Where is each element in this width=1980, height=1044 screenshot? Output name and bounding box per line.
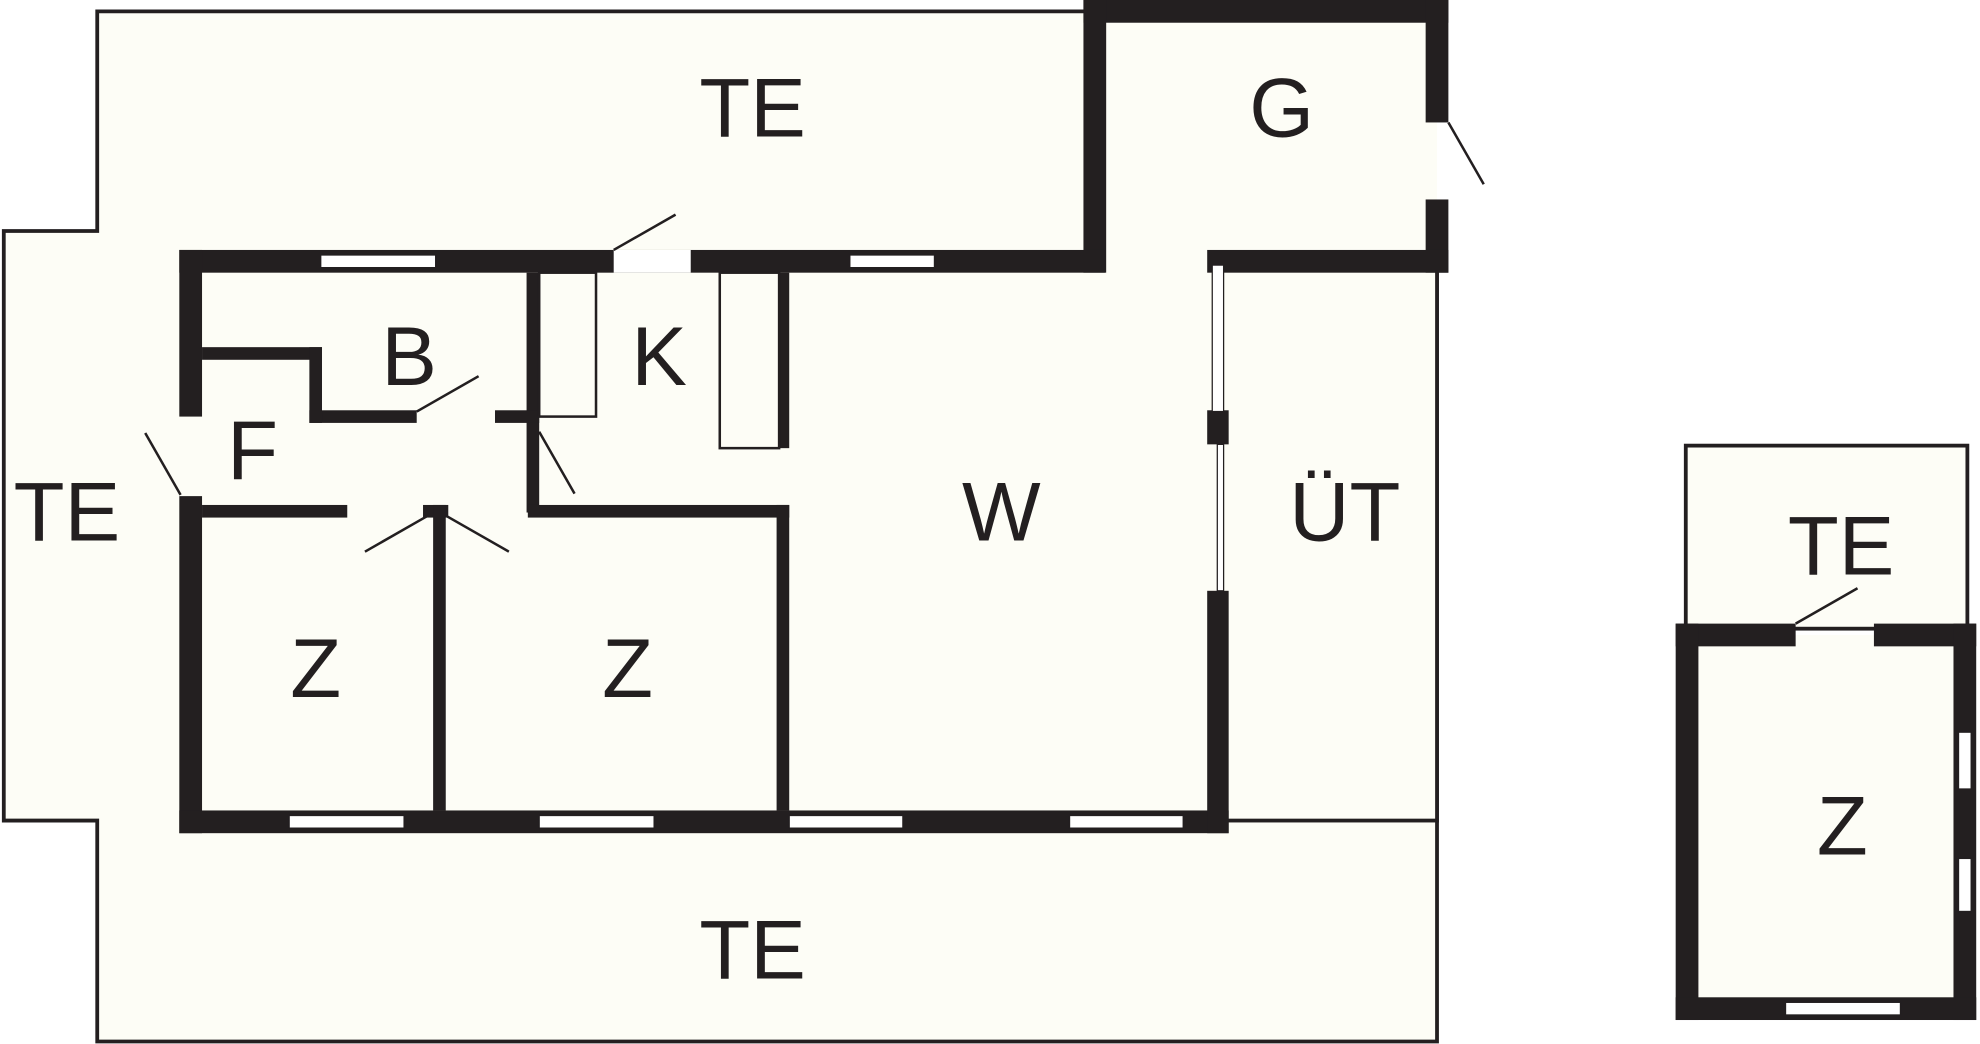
label-garage: G [1249,61,1314,154]
house-walls [179,249,1229,834]
label-annex-terrace: TE [1788,499,1894,592]
garage-walls [1083,0,1449,273]
kitchen-door-gap [613,249,691,273]
windows [288,254,1184,829]
door-swings [144,213,677,553]
label-bathroom: B [381,310,437,403]
annex-walls [1675,623,1977,1021]
label-living: W [962,465,1041,558]
house-floor [189,260,1219,822]
label-kitchen: K [631,310,687,403]
label-hallway: F [227,405,278,498]
kitchen-counter [537,271,598,418]
annex-floor [1685,634,1968,1010]
label-bedroom-1: Z [290,622,341,715]
label-bedroom-2: Z [602,622,653,715]
label-terrace-top: TE [699,61,805,154]
label-covered-area: ÜT [1289,465,1400,558]
label-terrace-left: TE [14,465,120,558]
covered-area [1210,263,1439,823]
annex-terrace [1683,443,1970,631]
kitchen-counter [718,271,781,450]
garage-door-swing [1447,121,1485,185]
label-terrace-bottom: TE [699,903,805,996]
label-annex-bedroom: Z [1817,780,1868,873]
annex-door-swing [1795,587,1859,625]
garage-floor [1093,11,1438,264]
